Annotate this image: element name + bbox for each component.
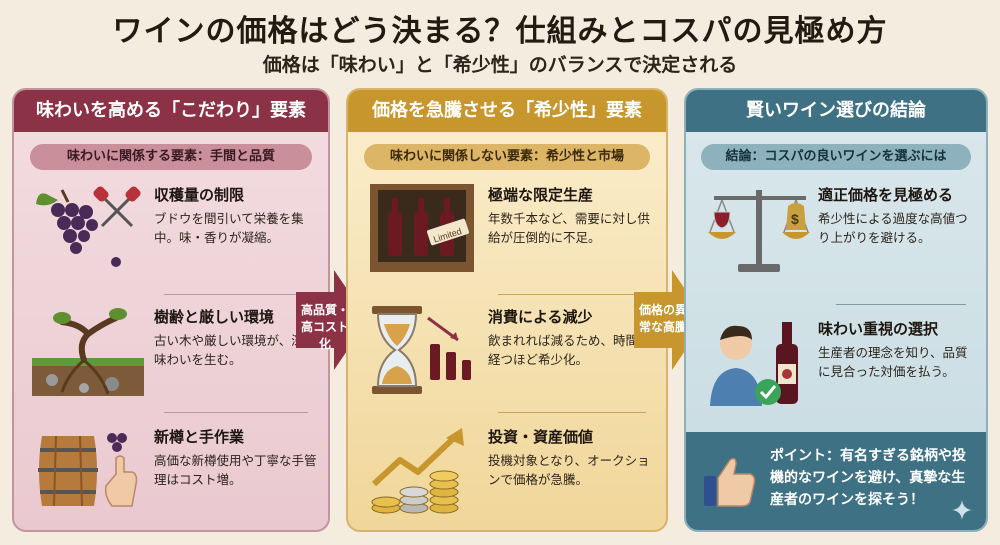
item-title: 味わい重視の選択 [818,320,939,338]
balance-scale-icon: $ [708,190,810,272]
arrow-label: 高品質・高コスト化 [300,303,349,351]
rising-coins-icon [371,428,464,514]
divider [498,412,646,413]
divider [164,412,308,413]
item-title: 投資・資産価値 [488,428,594,446]
column-craft: 味わいを高める「こだわり」要素 味わいに関係する要素：手間と品質 収穫量の制限 … [12,88,330,532]
arrow-label: 価格の異常な高騰 [638,303,687,334]
grapes-scissors-icon [36,186,141,267]
column-rarity: 価格を急騰させる「希少性」要素 味わいに関係しない要素：希少性と市場 Limit… [346,88,668,532]
barrel-hand-icon [38,433,138,507]
thumbs-up-icon [704,457,756,507]
item-body: 年数千本など、需要に対し供給が圧倒的に不足。 [488,211,650,245]
item-body: 高価な新樽使用や丁寧な手管理はコスト増。 [154,453,317,487]
divider [498,294,646,295]
dollar-sign: $ [791,211,799,227]
column-heading: 価格を急騰させる「希少性」要素 [348,90,666,132]
item-body: 生産者の理念を知り、品質に見合った対価を払う。 [818,345,968,379]
item-body: ブドウを間引いて栄養を集中。味・香りが凝縮。 [154,211,304,245]
item-title: 収穫量の制限 [154,186,245,204]
divider [836,304,966,305]
column-pill: 結論：コスパの良いワインを選ぶには [701,144,971,170]
page-title: ワインの価格はどう決まる？仕組みとコスパの見極め方 [112,14,888,49]
point-text: ポイント：有名すぎる銘柄や投機的なワインを避け、真摯な生産者のワインを探そう！ [770,448,966,508]
column-pill: 味わいに関係しない要素：希少性と市場 [363,144,651,170]
column-conclusion: 賢いワイン選びの結論 結論：コスパの良いワインを選ぶには $ 適正価格を見極める… [684,88,988,532]
item-body: 古い木や厳しい環境が、深い味わいを生む。 [154,333,317,367]
divider [164,294,308,295]
old-vine-icon [32,308,144,396]
wine-rack-icon: Limited [370,184,474,272]
column-heading: 賢いワイン選びの結論 [686,90,986,132]
page-subtitle: 価格は「味わい」と「希少性」のバランスで決定される [262,54,738,76]
sparkle-icon [952,500,972,520]
person-wine-check-icon [710,322,798,406]
column-pill: 味わいに関係する要素：手間と品質 [29,144,313,170]
item-title: 極端な限定生産 [488,186,594,204]
point-banner: ポイント：有名すぎる銘柄や投機的なワインを避け、真摯な生産者のワインを探そう！ [686,432,986,530]
hourglass-icon [372,306,471,394]
item-body: 希少性による過度な高値つり上がりを避ける。 [818,211,968,245]
column-heading: 味わいを高める「こだわり」要素 [14,90,328,132]
item-title: 樹齢と厳しい環境 [154,308,275,326]
item-body: 飲まれれば減るため、時間が経つほど希少化。 [488,333,651,367]
item-title: 適正価格を見極める [818,186,954,204]
item-title: 消費による減少 [488,308,593,326]
item-title: 新樽と手作業 [154,428,245,446]
item-body: 投機対象となり、オークションで価格が急騰。 [488,453,650,487]
